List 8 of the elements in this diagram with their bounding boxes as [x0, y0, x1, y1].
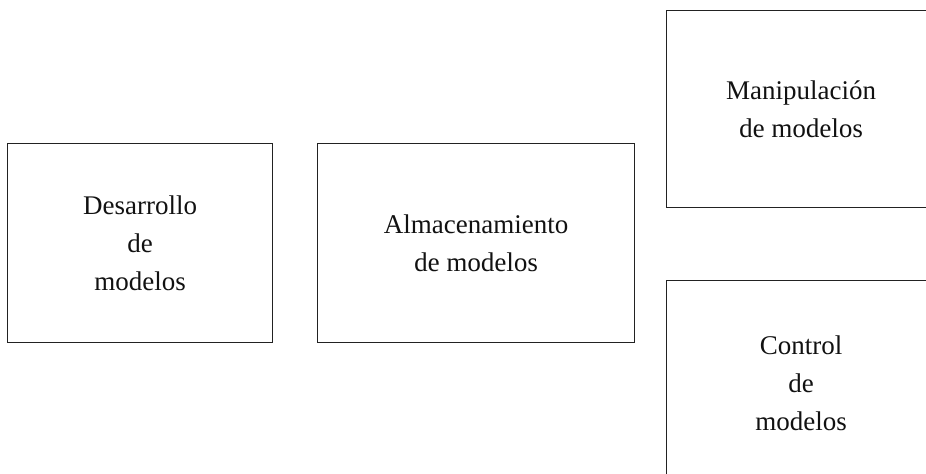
process-box — [666, 280, 926, 474]
box-label: Control de modelos — [755, 329, 847, 438]
process-box — [666, 10, 926, 208]
process-box — [317, 143, 635, 343]
box-label: Almacenamiento de modelos — [384, 208, 568, 279]
box-label: Desarrollo de modelos — [83, 189, 197, 298]
process-box — [7, 143, 273, 343]
box-label: Manipulación de modelos — [726, 74, 876, 145]
